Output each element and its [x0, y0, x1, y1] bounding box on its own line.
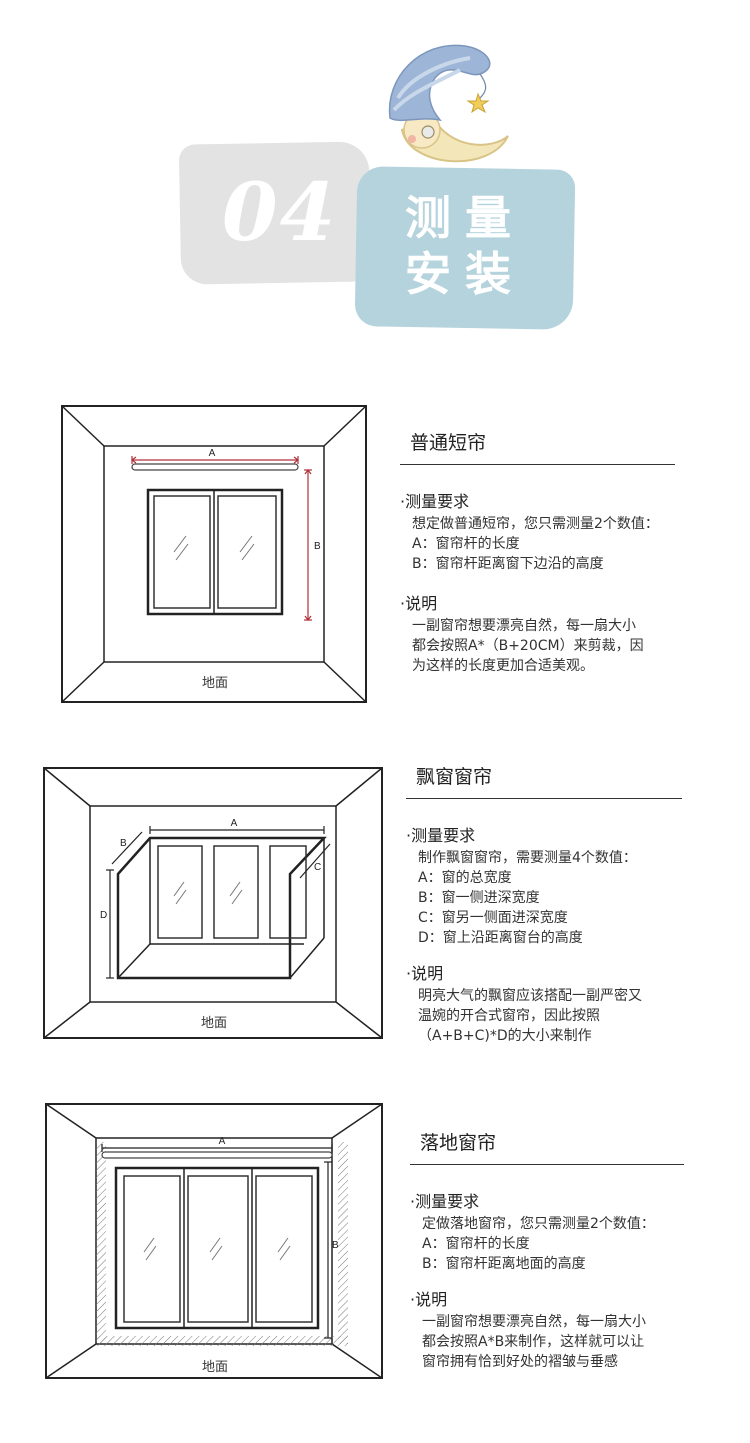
- measure-line: A：窗帘杆的长度: [422, 1236, 530, 1252]
- page-title: 测量 安装: [356, 190, 574, 302]
- note-heading: ·说明: [410, 1290, 448, 1309]
- dimension-label-d: D: [100, 910, 107, 921]
- note-text: 一副窗帘想要漂亮自然，每一扇大小 都会按照A*（B+20CM）来剪裁，因 为这样…: [412, 616, 644, 676]
- measure-heading: ·测量要求: [406, 826, 476, 845]
- section-divider: [410, 1164, 684, 1165]
- note-line: 一副窗帘想要漂亮自然，每一扇大小: [422, 1314, 646, 1330]
- step-number: 04: [222, 165, 338, 259]
- note-line: 窗帘拥有恰到好处的褶皱与垂感: [422, 1354, 618, 1370]
- measure-text: 制作飘窗窗帘，需要测量4个数值： A：窗的总宽度 B：窗一侧进深宽度 C：窗另一…: [418, 848, 637, 948]
- dimension-label-a: A: [219, 1136, 226, 1147]
- measure-line: A：窗帘杆的长度: [412, 536, 520, 552]
- note-line: 一副窗帘想要漂亮自然，每一扇大小: [412, 618, 636, 634]
- floor-label: 地面: [201, 676, 228, 691]
- measure-heading: ·测量要求: [400, 492, 470, 511]
- measure-line: A：窗的总宽度: [418, 870, 512, 886]
- measure-text: 想定做普通短帘，您只需测量2个数值： A：窗帘杆的长度 B：窗帘杆距离窗下边沿的…: [412, 514, 659, 574]
- diagram-short-curtain: A B: [61, 405, 367, 703]
- dimension-label-b: B: [314, 541, 321, 552]
- measure-line: 想定做普通短帘，您只需测量2个数值：: [412, 516, 659, 532]
- note-text: 一副窗帘想要漂亮自然，每一扇大小 都会按照A*B来制作，这样就可以让 窗帘拥有恰…: [422, 1312, 646, 1372]
- measure-text: 定做落地窗帘，您只需测量2个数值： A：窗帘杆的长度 B：窗帘杆距离地面的高度: [422, 1214, 655, 1274]
- measure-line: B：窗一侧进深宽度: [418, 890, 540, 906]
- note-line: 温婉的开合式窗帘，因此按照: [418, 1008, 600, 1024]
- note-line: 都会按照A*（B+20CM）来剪裁，因: [412, 638, 644, 654]
- note-line: 明亮大气的飘窗应该搭配一副严密又: [418, 988, 642, 1004]
- measure-line: C：窗另一侧面进深宽度: [418, 910, 568, 926]
- measure-line: 定做落地窗帘，您只需测量2个数值：: [422, 1216, 655, 1232]
- note-heading: ·说明: [400, 594, 438, 613]
- dimension-label-c: C: [314, 862, 321, 873]
- diagram-bay-window-curtain: A B C D: [43, 767, 383, 1039]
- note-line: 都会按照A*B来制作，这样就可以让: [422, 1334, 645, 1350]
- note-text: 明亮大气的飘窗应该搭配一副严密又 温婉的开合式窗帘，因此按照 （A+B+C)*D…: [418, 986, 642, 1046]
- dimension-label-b: B: [332, 1240, 339, 1251]
- diagram-floor-length-curtain: A B: [45, 1103, 383, 1379]
- section-title: 飘窗窗帘: [416, 766, 493, 788]
- dimension-label-b: B: [120, 838, 127, 849]
- section-title: 普通短帘: [410, 432, 487, 454]
- section-divider: [406, 798, 682, 799]
- page-title-line2: 安装: [405, 247, 525, 301]
- measure-line: B：窗帘杆距离地面的高度: [422, 1256, 586, 1272]
- dimension-label-a: A: [231, 818, 238, 829]
- measure-line: B：窗帘杆距离窗下边沿的高度: [412, 556, 604, 572]
- floor-label: 地面: [200, 1016, 227, 1031]
- page-title-line1: 测量: [405, 191, 525, 245]
- measure-line: D：窗上沿距离窗台的高度: [418, 930, 583, 946]
- measure-line: 制作飘窗窗帘，需要测量4个数值：: [418, 850, 637, 866]
- note-line: 为这样的长度更加合适美观。: [412, 658, 594, 674]
- note-line: （A+B+C)*D的大小来制作: [418, 1028, 592, 1044]
- note-heading: ·说明: [406, 964, 444, 983]
- floor-label: 地面: [201, 1360, 228, 1375]
- section-divider: [400, 464, 675, 465]
- measure-heading: ·测量要求: [410, 1192, 480, 1211]
- sleeping-moon-illustration: [388, 44, 509, 163]
- dimension-label-a: A: [209, 448, 216, 459]
- section-title: 落地窗帘: [420, 1132, 497, 1154]
